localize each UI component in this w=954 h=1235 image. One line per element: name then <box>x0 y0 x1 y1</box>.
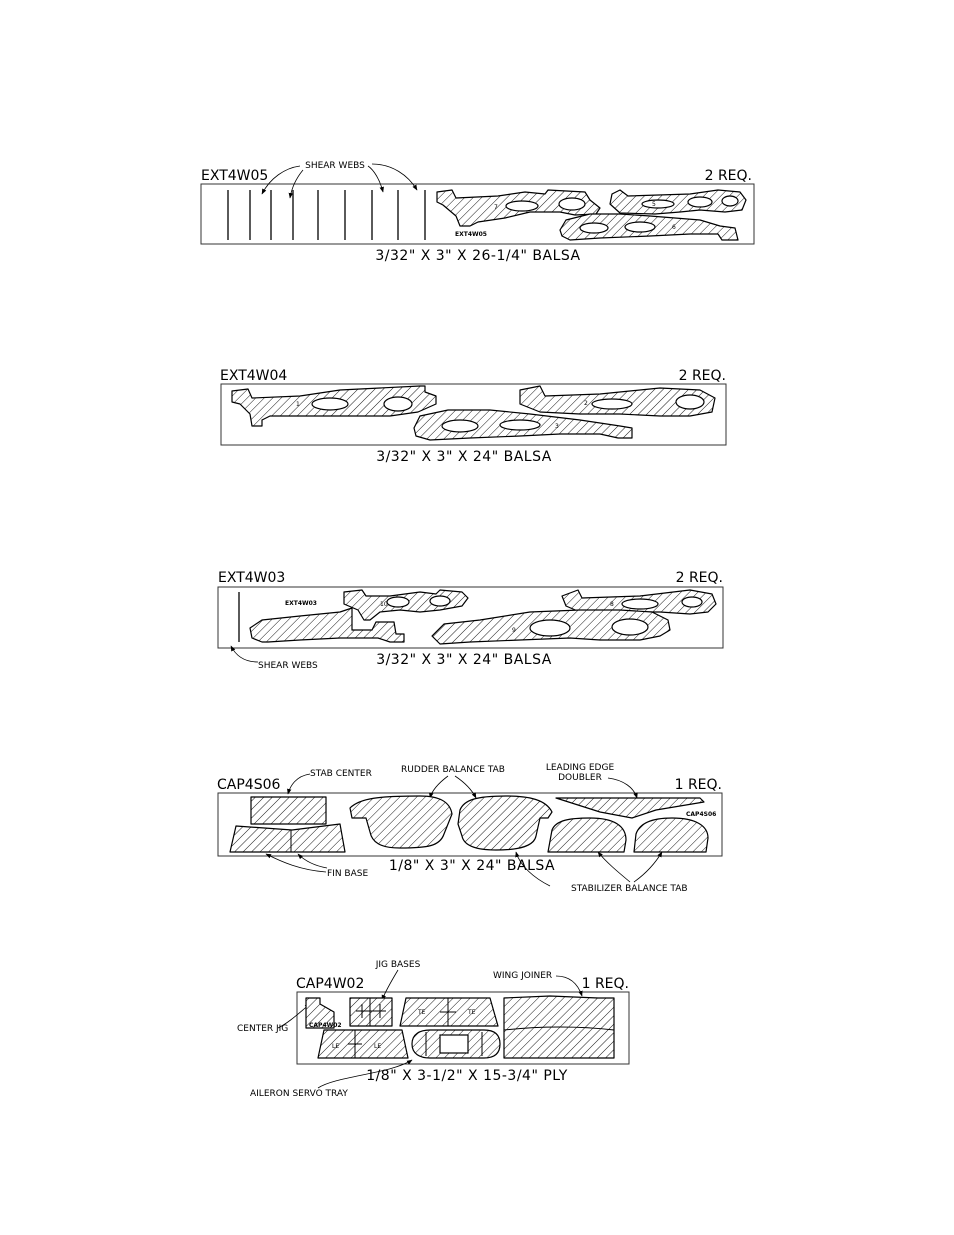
part-code: CAP4W02 <box>296 976 364 992</box>
sheet-cap4w02: CAP4W02 1 REQ. 1/8" X 3-1/2" X 15-3/4" P… <box>237 960 630 1099</box>
rudder-balance-tab-part <box>457 795 553 851</box>
sheet-stamp: CAP4S06 <box>686 811 716 818</box>
leader-arrow <box>265 853 327 873</box>
fin-base-part <box>229 823 346 853</box>
sheet-dimension: 1/8" X 3" X 24" BALSA <box>389 858 555 874</box>
svg-text:LE: LE <box>374 1043 381 1050</box>
svg-text:2: 2 <box>584 400 588 407</box>
leader-arrow <box>597 851 631 883</box>
quantity: 2 REQ. <box>676 570 723 586</box>
svg-text:8: 8 <box>610 601 614 608</box>
quantity: 1 REQ. <box>582 976 629 992</box>
leader-arrow <box>607 777 638 799</box>
sheet-ext4w03: EXT4W03 2 REQ. 3/32" X 3" X 24" BALSA SH… <box>217 570 724 671</box>
wing-rib: 3 <box>413 409 633 441</box>
jig-base-part <box>317 1029 409 1059</box>
leader-arrow <box>261 165 301 195</box>
sheet-ext4w05: EXT4W05 2 REQ. 3/32" X 3" X 26-1/4" BALS… <box>200 161 755 264</box>
shear-webs-callout: SHEAR WEBS <box>258 661 318 671</box>
leader-arrow <box>287 773 311 795</box>
part-code: EXT4W05 <box>201 168 268 184</box>
leader-arrow <box>288 169 304 199</box>
wing-rib: 5 <box>609 189 747 215</box>
ply-sheet-outline <box>296 991 630 1065</box>
sheet-dimension: 3/32" X 3" X 26-1/4" BALSA <box>375 248 580 264</box>
center-jig-part <box>305 997 335 1029</box>
leading-edge-callout-line2: DOUBLER <box>558 773 602 783</box>
sheet-stamp: CAP4W02 <box>309 1022 342 1029</box>
svg-text:1: 1 <box>296 401 300 408</box>
stab-center-callout: STAB CENTER <box>310 769 372 779</box>
wing-rib: 1 <box>231 385 437 427</box>
stabilizer-balance-tab-part <box>633 817 709 853</box>
sheet-dimension: 3/32" X 3" X 24" BALSA <box>376 449 552 465</box>
sheet-ext4w04: EXT4W04 2 REQ. 3/32" X 3" X 24" BALSA 1 … <box>220 368 727 465</box>
part-code: EXT4W04 <box>220 368 287 384</box>
wing-rib: 2 <box>519 385 716 417</box>
shear-webs <box>227 190 426 240</box>
stabilizer-balance-tab-part <box>547 817 627 853</box>
quantity: 2 REQ. <box>679 368 726 384</box>
rudder-balance-tab-callout: RUDDER BALANCE TAB <box>401 765 505 775</box>
sheet-dimension: 3/32" X 3" X 24" BALSA <box>376 652 552 668</box>
jig-bases-callout: JIG BASES <box>375 960 421 970</box>
leader-arrow <box>381 969 399 1001</box>
leader-arrow <box>555 975 583 997</box>
sheet-cap4s06: CAP4S06 1 REQ. 1/8" X 3" X 24" BALSA STA… <box>217 763 723 894</box>
svg-text:5: 5 <box>652 201 656 208</box>
svg-text:TE: TE <box>417 1009 426 1016</box>
wing-rib: 7 <box>436 189 601 227</box>
svg-text:7: 7 <box>494 204 498 211</box>
wing-rib: 10 <box>343 589 469 621</box>
leader-arrow <box>297 853 328 869</box>
leader-arrow <box>454 775 477 799</box>
wing-joiner-callout: WING JOINER <box>493 971 552 981</box>
balsa-sheet-outline <box>217 586 724 649</box>
sheet-stamp: EXT4W03 <box>285 600 317 607</box>
leading-edge-callout: LEADING EDGE <box>546 763 615 773</box>
wing-rib <box>249 607 405 643</box>
leader-arrow <box>230 645 259 663</box>
sheet-stamp: EXT4W05 <box>455 231 487 238</box>
leader-arrow <box>317 1059 413 1089</box>
quantity: 2 REQ. <box>705 168 752 184</box>
quantity: 1 REQ. <box>675 777 722 793</box>
leader-arrow <box>515 851 551 887</box>
leader-arrow <box>367 165 384 193</box>
shear-webs-callout: SHEAR WEBS <box>305 161 365 171</box>
stab-center-part <box>250 796 327 825</box>
wing-rib: 6 <box>559 213 739 241</box>
leader-arrow <box>633 851 663 883</box>
aileron-servo-tray-callout: AILERON SERVO TRAY <box>250 1089 348 1099</box>
balsa-sheet-outline <box>217 792 723 857</box>
svg-text:LE: LE <box>332 1043 339 1050</box>
rudder-balance-tab-part <box>349 795 453 849</box>
svg-text:10: 10 <box>380 601 388 608</box>
balsa-sheet-outline <box>220 383 727 446</box>
servo-cutout <box>439 1034 469 1054</box>
stabilizer-balance-tab-callout: STABILIZER BALANCE TAB <box>571 884 688 894</box>
svg-text:3: 3 <box>555 423 559 430</box>
wing-rib: 9 <box>431 609 671 645</box>
center-jig-callout: CENTER JIG <box>237 1024 288 1034</box>
balsa-sheet-outline <box>200 183 755 245</box>
part-code: EXT4W03 <box>218 570 285 586</box>
svg-text:TE: TE <box>467 1009 476 1016</box>
jig-base-part <box>349 997 393 1027</box>
svg-text:9: 9 <box>512 627 516 634</box>
leader-arrow <box>429 775 449 799</box>
leader-arrow <box>371 163 418 191</box>
fin-base-callout: FIN BASE <box>327 869 368 879</box>
leading-edge-doubler-part <box>555 797 705 819</box>
svg-text:6: 6 <box>672 224 676 231</box>
part-code: CAP4S06 <box>217 777 280 793</box>
sheet-dimension: 1/8" X 3-1/2" X 15-3/4" PLY <box>366 1068 568 1084</box>
